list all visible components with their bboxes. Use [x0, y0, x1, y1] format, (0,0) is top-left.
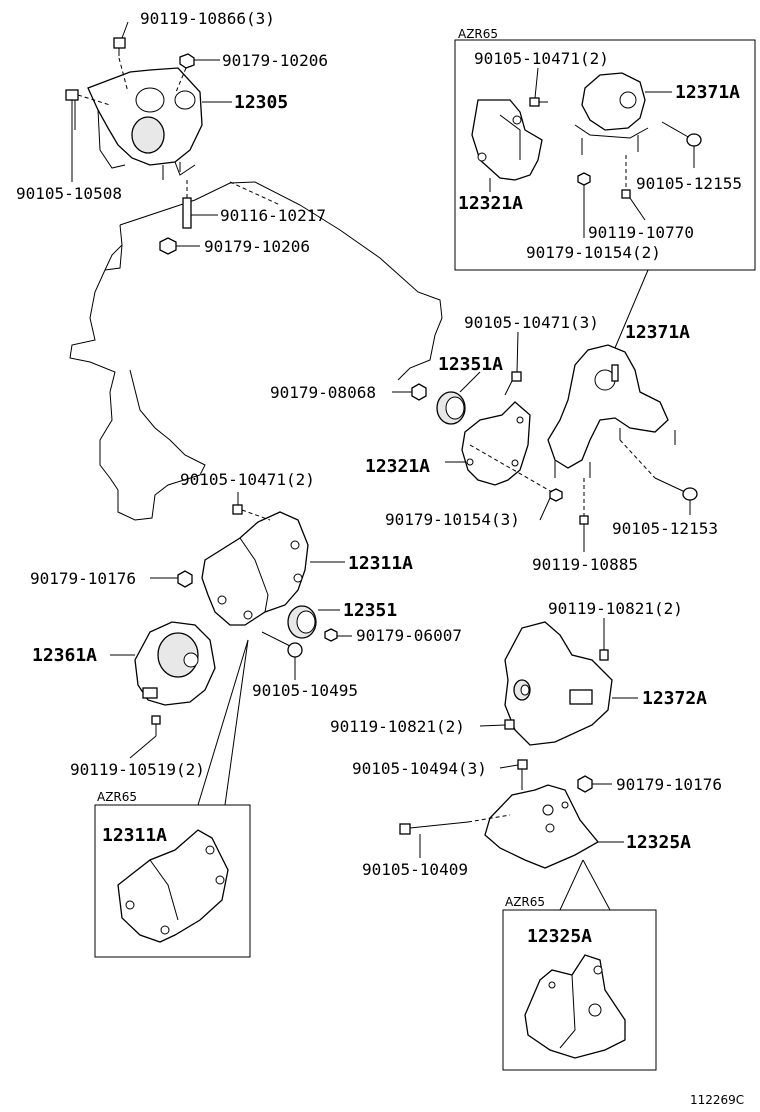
inset-azr65-top-right: [454, 39, 756, 271]
callout-90105-12153: 90105-12153: [612, 519, 718, 538]
callout-90105-10495: 90105-10495: [252, 681, 358, 700]
nut-90179-10176-left: [177, 570, 193, 588]
callout-90105-10471-3: 90105-10471(3): [464, 313, 599, 332]
callout-90119-10866: 90119-10866(3): [140, 9, 275, 28]
callout-inset-b-12311A: 12311A: [102, 825, 167, 846]
callout-inset-90119-10770: 90119-10770: [588, 223, 694, 242]
bolt-90119-10866: [113, 37, 129, 93]
callout-90179-08068: 90179-08068: [270, 383, 376, 402]
callout-90119-10519: 90119-10519(2): [70, 760, 205, 779]
fasteners-center-right: [392, 371, 698, 535]
bracket-12311A[interactable]: [201, 511, 309, 626]
callout-12311A: 12311A: [348, 553, 413, 574]
bracket-12321A[interactable]: [461, 401, 531, 486]
callout-inset-90179-10154: 90179-10154(2): [526, 243, 661, 262]
stud-90116-10217: [182, 180, 192, 229]
bolt-90105-10508: [65, 89, 111, 130]
callout-12325A: 12325A: [626, 832, 691, 853]
callout-12371A: 12371A: [625, 322, 690, 343]
callout-90105-10508: 90105-10508: [16, 184, 122, 203]
callout-12361A: 12361A: [32, 645, 97, 666]
bolt-90105-10471-left: [232, 504, 271, 521]
inset-azr65-bottom-right: [502, 909, 657, 1071]
callout-90119-10821-top: 90119-10821(2): [548, 599, 683, 618]
callout-inset-12321A: 12321A: [458, 193, 523, 214]
callout-90119-10885: 90119-10885: [532, 555, 638, 574]
engine-mount-12305[interactable]: [87, 67, 203, 180]
callout-12351: 12351: [343, 600, 397, 621]
engine-outline: [69, 181, 443, 521]
figure-code: 112269C: [690, 1093, 744, 1107]
leader-lines: [71, 21, 695, 858]
callout-labels: 90119-10866(3) 90179-10206 12305 90105-1…: [16, 9, 744, 1107]
callout-12321A: 12321A: [365, 456, 430, 477]
callout-12372A: 12372A: [642, 688, 707, 709]
callout-inset-12371A: 12371A: [675, 82, 740, 103]
callout-90105-10494: 90105-10494(3): [352, 759, 487, 778]
inset-label-bottom-right: AZR65: [505, 895, 545, 909]
callout-90179-10206-top: 90179-10206: [222, 51, 328, 70]
mount-12361A[interactable]: [134, 621, 216, 736]
inset-azr65-bottom-left: [94, 804, 251, 958]
insulator-12351[interactable]: [287, 605, 338, 642]
callout-12351A: 12351A: [438, 354, 503, 375]
insulator-12351A[interactable]: [436, 391, 466, 425]
callout-90179-10206-mid: 90179-10206: [204, 237, 310, 256]
inset-label-bottom-left: AZR65: [97, 790, 137, 804]
callout-90105-10409: 90105-10409: [362, 860, 468, 879]
bracket-12325A[interactable]: [399, 759, 599, 869]
callout-90119-10821-left: 90119-10821(2): [330, 717, 465, 736]
callout-90116-10217: 90116-10217: [220, 206, 326, 225]
nut-90179-10206-mid: [159, 237, 177, 255]
callout-90179-06007: 90179-06007: [356, 626, 462, 645]
callout-90179-10154-3: 90179-10154(3): [385, 510, 520, 529]
callout-90179-10176-left: 90179-10176: [30, 569, 136, 588]
callout-inset-90105-12155: 90105-12155: [636, 174, 742, 193]
callout-inset-br-12325A: 12325A: [527, 926, 592, 947]
nut-90179-10206-top: [175, 53, 195, 93]
inset-label-top-right: AZR65: [458, 27, 498, 41]
mount-12372A[interactable]: [504, 621, 613, 746]
callout-90105-10471-2: 90105-10471(2): [180, 470, 315, 489]
callout-inset-90105-10471: 90105-10471(2): [474, 49, 609, 68]
callout-12305: 12305: [234, 92, 288, 113]
callout-90179-10176-right: 90179-10176: [616, 775, 722, 794]
mount-12371A[interactable]: [547, 344, 676, 478]
